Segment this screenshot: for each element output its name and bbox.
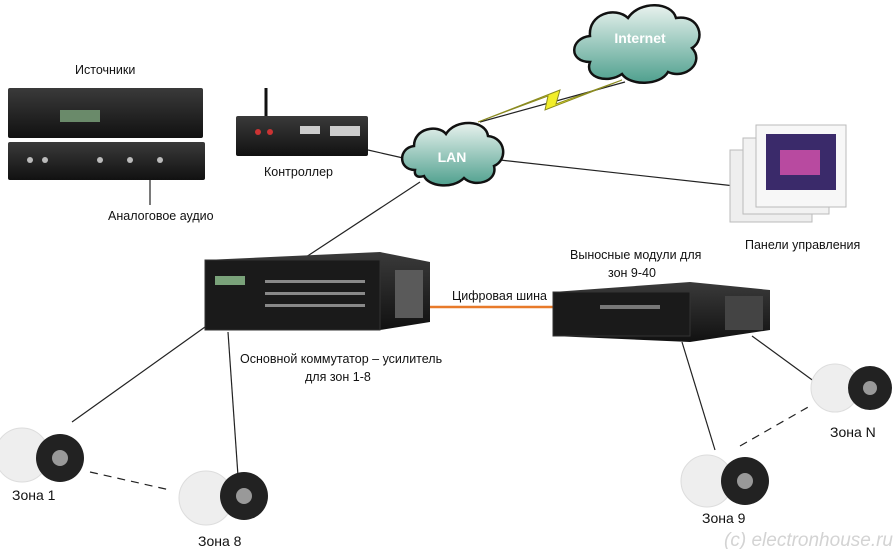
remote-modules-label-zones: зон 9-40 [608, 266, 656, 280]
speaker-zone8 [178, 470, 268, 526]
main-switch-label-zones: для зон 1-8 [305, 370, 371, 384]
internet-label: Internet [614, 30, 666, 46]
watermark: (c) electronhouse.ru [724, 530, 893, 549]
control-panels [729, 124, 847, 223]
line-main-zone8 [227, 331, 239, 477]
zone1-label: Зона 1 [12, 487, 56, 503]
controller-label: Контроллер [264, 165, 333, 179]
lan-cloud: LAN [400, 121, 505, 187]
speaker-zoneN [810, 363, 892, 413]
zone8-label: Зона 8 [198, 533, 242, 549]
sources-label: Источники [75, 63, 135, 77]
speaker-zone9 [680, 454, 769, 508]
zoneN-label: Зона N [830, 424, 876, 440]
digital-bus-label: Цифровая шина [452, 289, 547, 303]
line-remote-zoneN [751, 335, 816, 383]
analog-audio-label: Аналоговое аудио [108, 209, 214, 223]
sources-devices [8, 88, 205, 180]
line-lan-panels [499, 159, 736, 187]
lan-label: LAN [438, 149, 467, 165]
line-remote-zone9 [681, 341, 716, 451]
control-panels-label: Панели управления [745, 238, 860, 252]
remote-modules-label: Выносные модули для [570, 248, 701, 262]
internet-cloud: Internet [573, 4, 701, 84]
remote-module-device [552, 282, 770, 342]
controller-device [236, 88, 368, 156]
dashed-zone1-zone8 [89, 471, 171, 491]
zone9-label: Зона 9 [702, 510, 746, 526]
line-main-zone1 [71, 321, 213, 423]
speaker-zone1 [0, 427, 84, 483]
main-switch-amplifier [204, 252, 430, 331]
main-switch-label: Основной коммутатор – усилитель [240, 352, 442, 366]
dashed-zone9-zoneN [739, 405, 811, 447]
wireless-lightning-icon [477, 79, 623, 123]
